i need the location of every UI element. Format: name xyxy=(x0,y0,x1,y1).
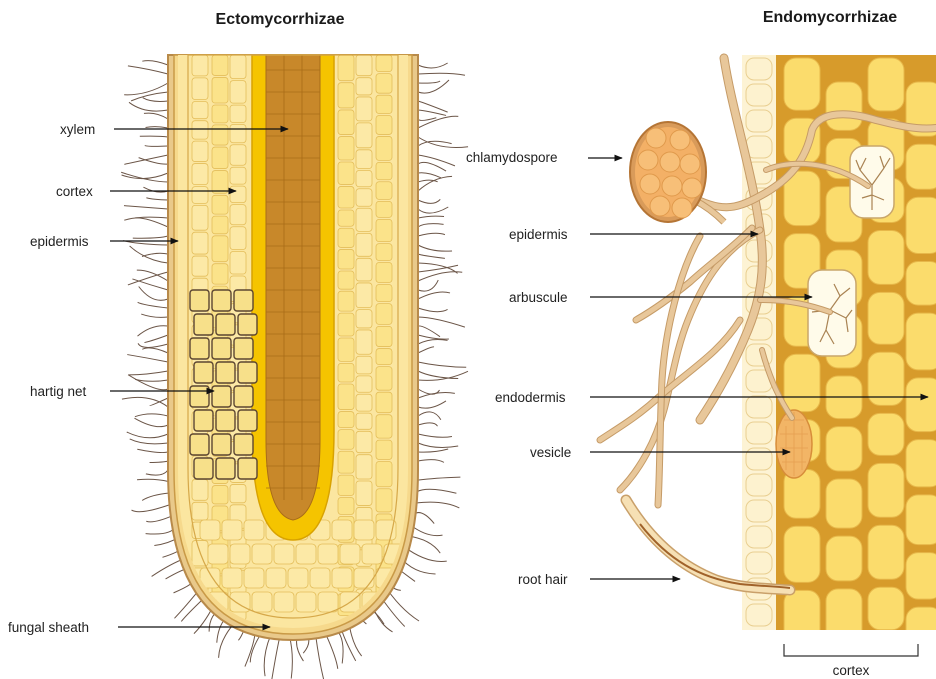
ecto-label-epidermis: epidermis xyxy=(30,234,178,249)
endo-label-epidermis: epidermis xyxy=(509,227,758,242)
endomycorrhizae-title: Endomycorrhizae xyxy=(763,9,897,26)
label-xylem: xylem xyxy=(60,122,95,137)
label-cortex: cortex xyxy=(56,184,93,199)
ectomycorrhizae-title: Ectomycorrhizae xyxy=(216,11,345,28)
label-hartig-net: hartig net xyxy=(30,384,87,399)
label-epidermis: epidermis xyxy=(30,234,89,249)
label-endo-cortex: cortex xyxy=(833,663,870,678)
label-vesicle: vesicle xyxy=(530,445,571,460)
endo-cortex-bracket: cortex xyxy=(784,644,918,678)
xylem-core xyxy=(266,55,320,520)
endo-label-root-hair: root hair xyxy=(518,572,680,587)
label-endo-epidermis: epidermis xyxy=(509,227,568,242)
label-fungal-sheath: fungal sheath xyxy=(8,620,89,635)
endo-label-chlamydospore: chlamydospore xyxy=(466,150,622,165)
label-endodermis: endodermis xyxy=(495,390,566,405)
endo-tissue xyxy=(600,55,936,679)
label-arbuscule: arbuscule xyxy=(509,290,568,305)
ecto-root xyxy=(121,55,468,679)
label-root-hair: root hair xyxy=(518,572,568,587)
label-chlamydospore: chlamydospore xyxy=(466,150,558,165)
chlamydospore xyxy=(630,122,724,222)
cortex-bracket-line xyxy=(784,644,918,656)
